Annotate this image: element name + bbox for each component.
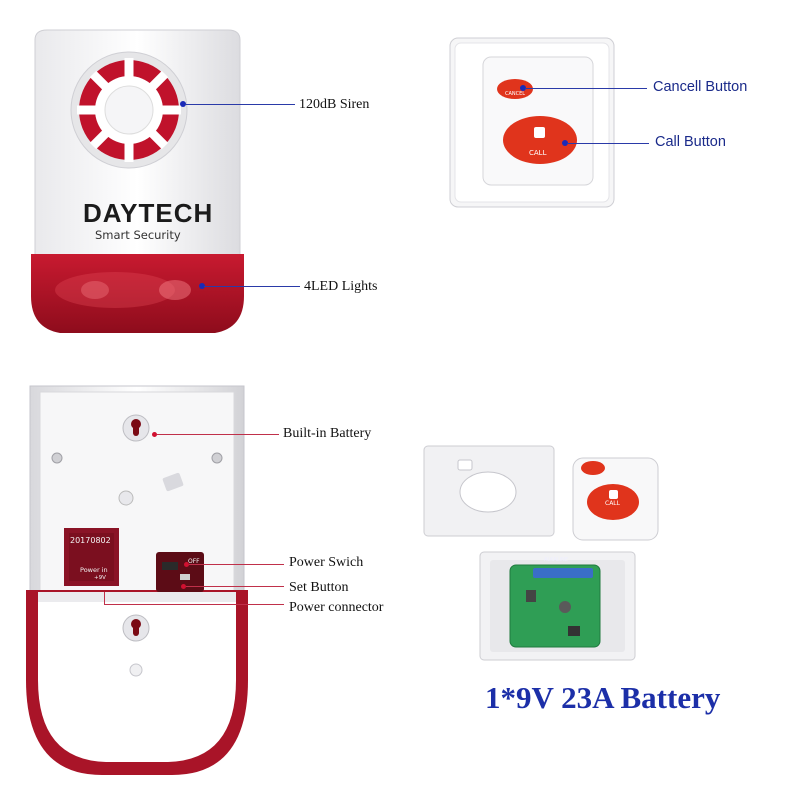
call-callout-dot bbox=[562, 140, 568, 146]
parts-view: CALL ALKALINE bbox=[418, 440, 668, 665]
cancel-button-text: CANCEL bbox=[505, 91, 526, 97]
siren-front-view: DAYTECH Smart Security bbox=[25, 28, 250, 348]
button-panel-illustration bbox=[449, 37, 615, 208]
set-button-callout-line bbox=[186, 586, 284, 587]
parts-battery-print: ALKALINE bbox=[544, 557, 568, 563]
power-switch-callout-line bbox=[189, 564, 284, 565]
lights-callout-dot bbox=[199, 283, 205, 289]
power-connector-callout-label: Power connector bbox=[289, 600, 384, 615]
board-date-text: 20170802 bbox=[70, 536, 111, 545]
set-button-callout-label: Set Button bbox=[289, 580, 349, 595]
board-voltage-text: +9V bbox=[94, 575, 106, 581]
battery-caption: 1*9V 23A Battery bbox=[485, 680, 721, 715]
cancel-callout-line bbox=[525, 88, 647, 89]
parts-illustration bbox=[423, 445, 659, 661]
siren-callout-label: 120dB Siren bbox=[299, 97, 370, 112]
power-connector-callout-line-v bbox=[104, 592, 105, 604]
cancel-callout-dot bbox=[520, 85, 526, 91]
parts-call-text: CALL bbox=[605, 500, 620, 507]
button-panel-view: CANCEL CALL bbox=[447, 35, 617, 210]
lights-callout-label: 4LED Lights bbox=[304, 279, 378, 294]
switch-off-text: OFF bbox=[188, 558, 200, 565]
call-callout-line bbox=[567, 143, 649, 144]
siren-front-illustration bbox=[31, 29, 244, 333]
siren-back-illustration bbox=[26, 385, 248, 775]
board-power-text: Power in bbox=[80, 566, 108, 574]
siren-callout-dot bbox=[180, 101, 186, 107]
siren-callout-line bbox=[185, 104, 295, 105]
call-button-text: CALL bbox=[529, 149, 547, 157]
brand-tagline: Smart Security bbox=[95, 228, 181, 242]
battery-callout-line bbox=[157, 434, 279, 435]
call-callout-label: Call Button bbox=[655, 134, 726, 150]
brand-logo: DAYTECH bbox=[83, 198, 214, 228]
cancel-callout-label: Cancell Button bbox=[653, 79, 748, 95]
power-connector-callout-line bbox=[104, 604, 284, 605]
battery-callout-label: Built-in Battery bbox=[283, 426, 372, 441]
lights-callout-line bbox=[204, 286, 300, 287]
power-switch-callout-label: Power Swich bbox=[289, 555, 364, 570]
siren-back-view: 20170802 Power in +9V OFF bbox=[22, 380, 252, 780]
set-button-callout-dot bbox=[181, 584, 186, 589]
battery-callout-dot bbox=[152, 432, 157, 437]
power-switch-callout-dot bbox=[184, 562, 189, 567]
